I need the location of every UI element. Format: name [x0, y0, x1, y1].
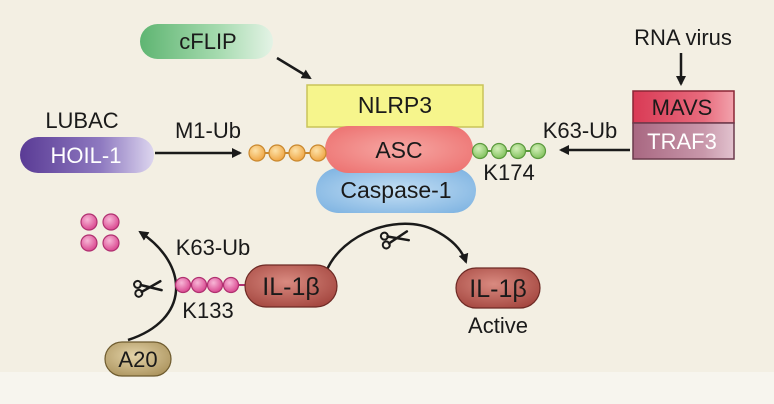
ubiquitin-k133-3 [206, 276, 224, 294]
mavs-label: MAVS [652, 95, 713, 120]
nlrp3-node [306, 84, 484, 128]
asc-node [325, 126, 473, 173]
k63-ub-right-label: K63-Ub [543, 118, 618, 143]
lubac-label: LUBAC [45, 108, 118, 133]
arrow-cflip-to-nlrp3 [276, 56, 312, 80]
free-ubiquitin-3 [80, 234, 98, 252]
ubiquitin-k174-2 [490, 142, 508, 160]
traf3-node [632, 122, 735, 160]
scissors-icon [379, 230, 411, 250]
arrow-cleavage-to-active [324, 222, 469, 273]
ubiquitin-k174-4 [529, 142, 547, 160]
caspase1-label: Caspase-1 [340, 177, 451, 203]
ubiquitin-m1-2 [268, 144, 286, 162]
arrow-a20-deubiquitination [127, 230, 178, 342]
a20-label: A20 [118, 347, 157, 372]
free-ubiquitin-4 [102, 234, 120, 252]
m1-ub-chain [248, 144, 327, 162]
active-il1b-label: IL-1β [469, 275, 526, 303]
m1-ub-label: M1-Ub [175, 118, 241, 143]
ubiquitin-k133-2 [190, 276, 208, 294]
ubiquitin-m1-1 [248, 144, 266, 162]
traf3-label: TRAF3 [647, 129, 717, 154]
caspase1-node [316, 168, 476, 213]
cflip-label: cFLIP [179, 29, 236, 54]
active-il1b-node [455, 267, 541, 309]
free-ubiquitin-2 [102, 213, 120, 231]
nlrp3-label: NLRP3 [358, 92, 432, 118]
ubiquitin-m1-3 [288, 144, 306, 162]
ubiquitin-k174-3 [509, 142, 527, 160]
k174-label: K174 [483, 160, 534, 185]
ubiquitin-k133-1 [174, 276, 192, 294]
a20-node [104, 341, 172, 377]
released-ubiquitin [80, 213, 120, 252]
ubiquitin-k174-1 [471, 142, 489, 160]
ubiquitin-m1-4 [309, 144, 327, 162]
cflip-node [140, 24, 273, 59]
k63-ub-chain-asc [471, 142, 547, 160]
bottom-band [0, 372, 774, 404]
hoil1-node [20, 137, 154, 173]
active-label: Active [468, 313, 528, 338]
pro-il1b-label: IL-1β [262, 273, 319, 301]
k133-label: K133 [182, 298, 233, 323]
k63-ub-left-label: K63-Ub [176, 235, 251, 260]
ubiquitin-k133-4 [222, 276, 240, 294]
rna-virus-label: RNA virus [634, 25, 732, 50]
free-ubiquitin-1 [80, 213, 98, 231]
scissors-icon [133, 279, 163, 298]
hoil1-label: HOIL-1 [51, 143, 122, 168]
k63-ub-chain-il1b [174, 276, 245, 294]
asc-label: ASC [375, 137, 422, 163]
pro-il1b-node [244, 264, 338, 308]
